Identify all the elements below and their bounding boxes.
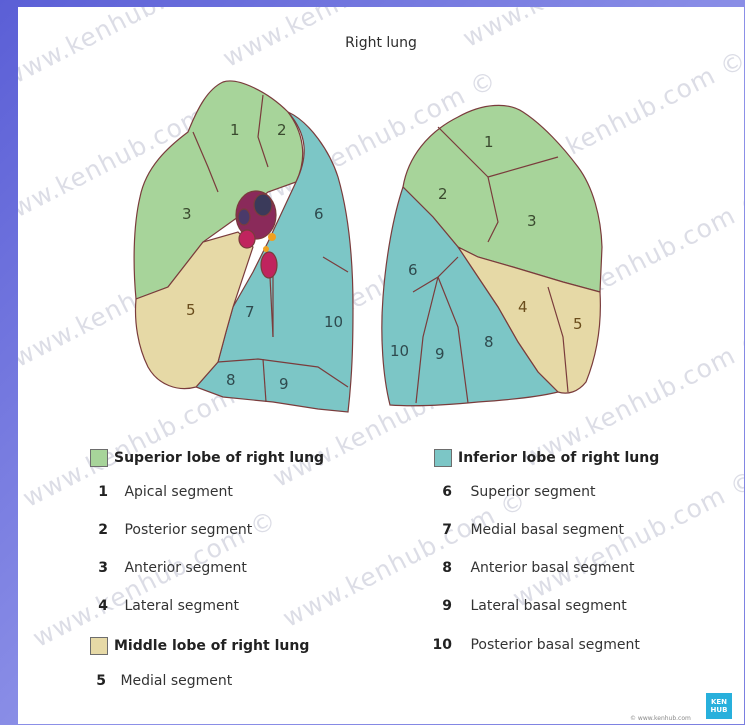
- legend-middle-lobe: Middle lobe of right lung: [90, 637, 309, 655]
- segment-number: 10: [426, 637, 452, 653]
- middle-lobe-title: Middle lobe of right lung: [114, 638, 309, 654]
- lymph-node: [263, 246, 269, 252]
- legend-superior-lobe: Superior lobe of right lung: [90, 449, 324, 467]
- legend-segment-row: 6 Superior segment: [426, 484, 596, 500]
- segment-number: 7: [426, 522, 452, 538]
- hilum-vessel: [261, 252, 277, 278]
- lymph-node: [268, 233, 276, 241]
- segment-number: 7: [245, 303, 255, 321]
- segment-name: Lateral segment: [124, 598, 239, 614]
- segment-number: 9: [426, 598, 452, 614]
- legend-segment-row: 5 Medial segment: [86, 673, 232, 689]
- hilum-bronchus: [254, 194, 272, 216]
- segment-name: Anterior segment: [124, 560, 246, 576]
- segment-number: 8: [484, 333, 494, 351]
- legend-segment-row: 9 Lateral basal segment: [426, 598, 627, 614]
- segment-number: 4: [88, 598, 108, 614]
- segment-number: 6: [314, 205, 324, 223]
- kenhub-logo: KEN HUB: [706, 693, 732, 719]
- medial-view-lung: [134, 81, 353, 412]
- segment-number: 5: [573, 315, 583, 333]
- inferior-lobe-swatch: [434, 449, 452, 467]
- segment-name: Medial segment: [120, 673, 232, 689]
- segment-number: 8: [226, 371, 236, 389]
- legend-segment-row: 3 Anterior segment: [88, 560, 247, 576]
- legend-segment-row: 7 Medial basal segment: [426, 522, 624, 538]
- logo-line: HUB: [711, 706, 728, 714]
- legend-segment-row: 1 Apical segment: [88, 484, 233, 500]
- superior-lobe-title: Superior lobe of right lung: [114, 450, 324, 466]
- legend-segment-row: 10 Posterior basal segment: [426, 637, 640, 653]
- diagram-card: www.kenhub.com © www.kenhub.com © www.ke…: [18, 7, 744, 724]
- logo-line: KEN: [711, 698, 728, 706]
- legend-segment-row: 8 Anterior basal segment: [426, 560, 635, 576]
- segment-number: 3: [182, 205, 192, 223]
- segment-number: 6: [408, 261, 418, 279]
- segment-name: Anterior basal segment: [470, 560, 634, 576]
- legend-inferior-lobe: Inferior lobe of right lung: [434, 449, 659, 467]
- segment-number: 2: [88, 522, 108, 538]
- inferior-lobe-title: Inferior lobe of right lung: [458, 450, 659, 466]
- segment-number: 3: [88, 560, 108, 576]
- segment-number: 5: [86, 673, 106, 689]
- segment-number: 1: [484, 133, 494, 151]
- segment-name: Apical segment: [124, 484, 232, 500]
- segment-number: 1: [230, 121, 240, 139]
- segment-number: 3: [527, 212, 537, 230]
- segment-number: 4: [518, 298, 528, 316]
- hilum-vessel: [239, 230, 255, 248]
- segment-number: 9: [279, 375, 289, 393]
- segment-number: 2: [277, 121, 287, 139]
- segment-number: 9: [435, 345, 445, 363]
- segment-name: Lateral basal segment: [470, 598, 626, 614]
- segment-name: Posterior basal segment: [470, 637, 639, 653]
- superior-lobe-swatch: [90, 449, 108, 467]
- segment-number: 6: [426, 484, 452, 500]
- lung-illustration: 1 2 3 5 6 7 8 9 10 1 2 3 4 5 6 8 9 10: [18, 7, 744, 427]
- hilum-bronchus: [238, 209, 250, 225]
- segment-number: 8: [426, 560, 452, 576]
- segment-number: 1: [88, 484, 108, 500]
- middle-lobe-swatch: [90, 637, 108, 655]
- segment-number: 10: [324, 313, 343, 331]
- segment-number: 2: [438, 185, 448, 203]
- segment-name: Posterior segment: [124, 522, 252, 538]
- legend-segment-row: 2 Posterior segment: [88, 522, 252, 538]
- segment-number: 10: [390, 342, 409, 360]
- segment-name: Medial basal segment: [470, 522, 623, 538]
- legend-segment-row: 4 Lateral segment: [88, 598, 239, 614]
- segment-name: Superior segment: [470, 484, 595, 500]
- credit-text: © www.kenhub.com: [630, 715, 691, 722]
- segment-number: 5: [186, 301, 196, 319]
